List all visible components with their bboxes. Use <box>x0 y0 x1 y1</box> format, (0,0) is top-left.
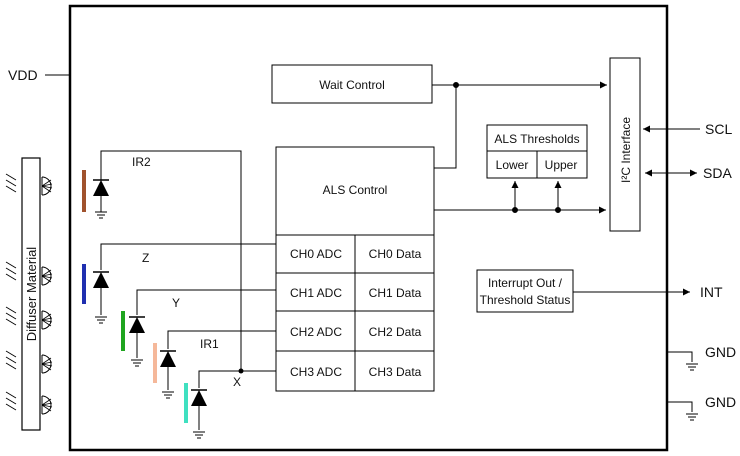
ch2-adc: CH2 ADC <box>290 325 342 339</box>
photodiode-icon <box>160 351 176 367</box>
lens-icon <box>41 176 53 415</box>
photodiode-x: X <box>184 370 241 439</box>
pin-scl: SCL <box>705 121 732 137</box>
photodiode-label-z: Z <box>142 251 149 265</box>
i2c-interface-label: I²C Interface <box>619 117 633 183</box>
pin-gnd-1: GND <box>705 344 736 360</box>
filter-ir1 <box>153 343 157 383</box>
filter-ir2 <box>82 170 86 212</box>
als-control-label: ALS Control <box>323 183 388 197</box>
pin-vdd: VDD <box>8 67 38 83</box>
adc-data-table: CH0 ADC CH0 Data CH1 ADC CH1 Data CH2 AD… <box>275 234 435 392</box>
photodiode-label-ir1: IR1 <box>200 337 219 351</box>
threshold-lower: Lower <box>496 158 529 172</box>
ch0-data: CH0 Data <box>369 247 422 261</box>
photodiode-icon <box>93 272 109 288</box>
ground-icon <box>94 211 108 219</box>
ground-icon <box>685 413 699 421</box>
pin-gnd-2: GND <box>705 394 736 410</box>
photodiode-label-y: Y <box>172 296 180 310</box>
ground-icon <box>685 363 699 371</box>
pin-sda: SDA <box>703 165 732 181</box>
ch0-adc: CH0 ADC <box>290 247 342 261</box>
photodiode-icon <box>191 390 207 406</box>
interrupt-label-1: Interrupt Out / <box>488 276 563 290</box>
filter-z <box>82 264 86 304</box>
wait-control-label: Wait Control <box>319 78 385 92</box>
i2c-interface-block <box>609 57 641 232</box>
diffuser: Diffuser Material <box>5 157 53 431</box>
ground-icon <box>192 431 206 439</box>
threshold-upper: Upper <box>545 158 578 172</box>
photodiode-icon <box>129 317 145 333</box>
photodiode-y: Y <box>121 289 276 367</box>
photodiode-ir1: IR1 <box>153 330 276 399</box>
interrupt-label-2: Threshold Status <box>480 293 571 307</box>
ch1-data: CH1 Data <box>369 286 422 300</box>
photodiode-label-ir2: IR2 <box>132 155 151 169</box>
diffuser-label: Diffuser Material <box>24 247 39 342</box>
filter-y <box>121 311 125 351</box>
ch2-data: CH2 Data <box>369 325 422 339</box>
ground-icon <box>130 359 144 367</box>
ch3-adc: CH3 ADC <box>290 365 342 379</box>
interrupt-block <box>476 269 574 313</box>
ground-icon <box>161 391 175 399</box>
ground-icon <box>94 316 108 324</box>
photodiode-z: Z <box>82 243 276 324</box>
chip-outline <box>68 4 669 452</box>
photodiode-icon <box>93 180 109 196</box>
diffuser-panel <box>21 157 41 431</box>
filter-x <box>184 383 188 423</box>
wiring <box>432 81 700 412</box>
photodiode-ir2: IR2 <box>82 150 276 372</box>
ch3-data: CH3 Data <box>369 365 422 379</box>
pin-int: INT <box>700 284 723 300</box>
als-thresholds-label: ALS Thresholds <box>494 132 579 146</box>
light-rays-icon <box>5 173 17 411</box>
ch1-adc: CH1 ADC <box>290 286 342 300</box>
photodiode-label-x: X <box>233 375 241 389</box>
wait-control-block <box>271 64 433 104</box>
